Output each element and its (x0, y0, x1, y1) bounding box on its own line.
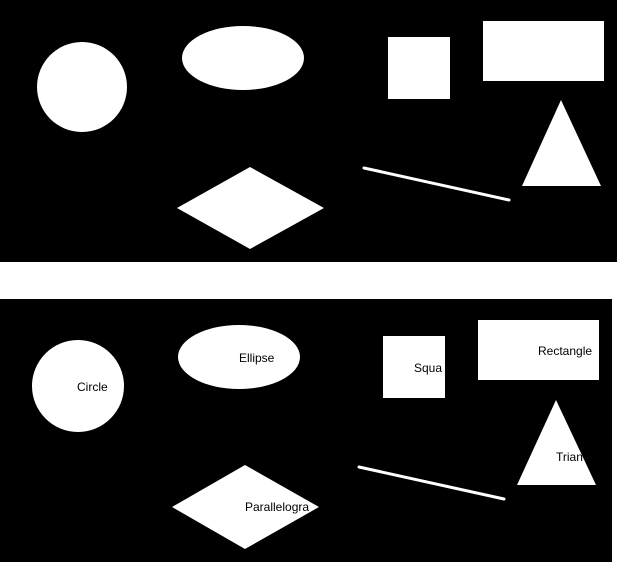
circle-label: Circle (77, 380, 108, 394)
line-shape (362, 166, 511, 202)
square-label: Squa (414, 361, 442, 375)
ellipse-label: Ellipse (239, 351, 275, 365)
parallelogram-label: Parallelogra (245, 500, 309, 514)
parallelogram-shape (177, 167, 324, 249)
line-shape-labeled (357, 465, 506, 501)
top-panel (0, 0, 617, 262)
triangle-label-clip: Trian (556, 450, 583, 464)
triangle-shape-labeled (517, 400, 596, 485)
circle-shape-labeled (32, 340, 124, 432)
square-shape-labeled (383, 336, 445, 398)
circle-shape (37, 42, 127, 132)
parallelogram-shape-labeled (172, 465, 319, 549)
square-label-clip: Squa (414, 361, 442, 375)
rectangle-label: Rectangle (538, 344, 592, 358)
triangle-label: Trian (556, 450, 583, 464)
parallelogram-label-clip: Parallelogra (245, 500, 309, 514)
ellipse-shape (182, 26, 304, 90)
square-shape (388, 37, 450, 99)
triangle-shape (522, 100, 601, 186)
ellipse-shape-labeled (178, 325, 300, 389)
rectangle-shape (483, 21, 604, 81)
rectangle-shape-labeled (478, 320, 599, 380)
bottom-panel: Squa Trian Parallelogra Circle Ellipse R… (0, 299, 612, 562)
